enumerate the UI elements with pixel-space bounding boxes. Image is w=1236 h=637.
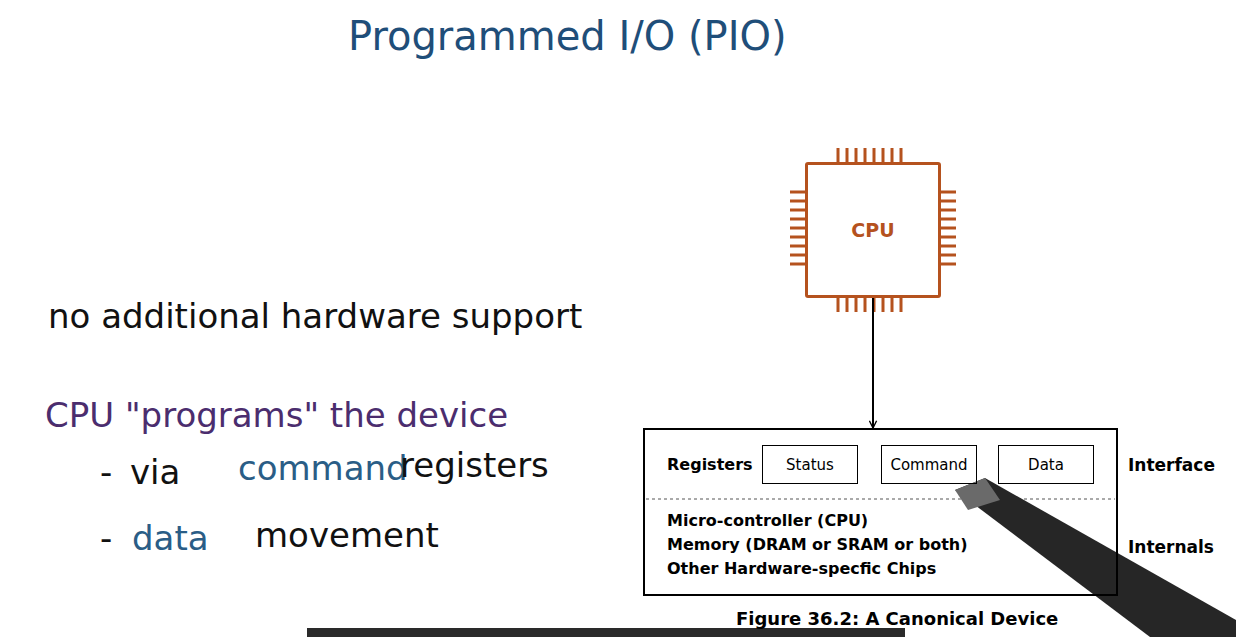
cpu-chip: CPU <box>805 162 941 298</box>
register-box: Data <box>998 445 1094 484</box>
divider-dashed <box>646 499 1115 500</box>
device-box: RegistersMicro-controller (CPU) Memory (D… <box>643 428 1118 596</box>
section-label: Interface <box>1128 455 1215 475</box>
cpu-pins <box>790 148 956 312</box>
pen-tip <box>955 478 1000 510</box>
node-label: Data <box>1028 456 1064 474</box>
bullet-dash: - <box>100 518 112 559</box>
note-text: no additional hardware support <box>48 296 582 337</box>
slide-title: Programmed I/O (PIO) <box>348 12 787 60</box>
note-word: registers <box>400 445 549 486</box>
note-word: data <box>132 518 209 559</box>
registers-label: Registers <box>667 455 753 474</box>
figure-caption: Figure 36.2: A Canonical Device <box>736 608 1058 630</box>
section-label: Internals <box>1128 537 1214 557</box>
internal-item: Micro-controller (CPU) <box>667 511 868 530</box>
bullet-dash: - <box>100 452 112 493</box>
register-box: Command <box>881 445 977 484</box>
node-label: CPU <box>851 219 894 242</box>
note-text: CPU "programs" the device <box>45 395 508 436</box>
note-word: command <box>238 448 408 489</box>
subtitle-bar <box>307 628 905 637</box>
connector-arrow <box>872 298 874 428</box>
register-box: Status <box>762 445 858 484</box>
internal-item: Other Hardware-specfic Chips <box>667 559 936 578</box>
note-word: movement <box>255 515 439 556</box>
internal-item: Memory (DRAM or SRAM or both) <box>667 535 968 554</box>
note-word: via <box>130 452 180 493</box>
node-label: Command <box>890 456 967 474</box>
node-label: Status <box>786 456 834 474</box>
